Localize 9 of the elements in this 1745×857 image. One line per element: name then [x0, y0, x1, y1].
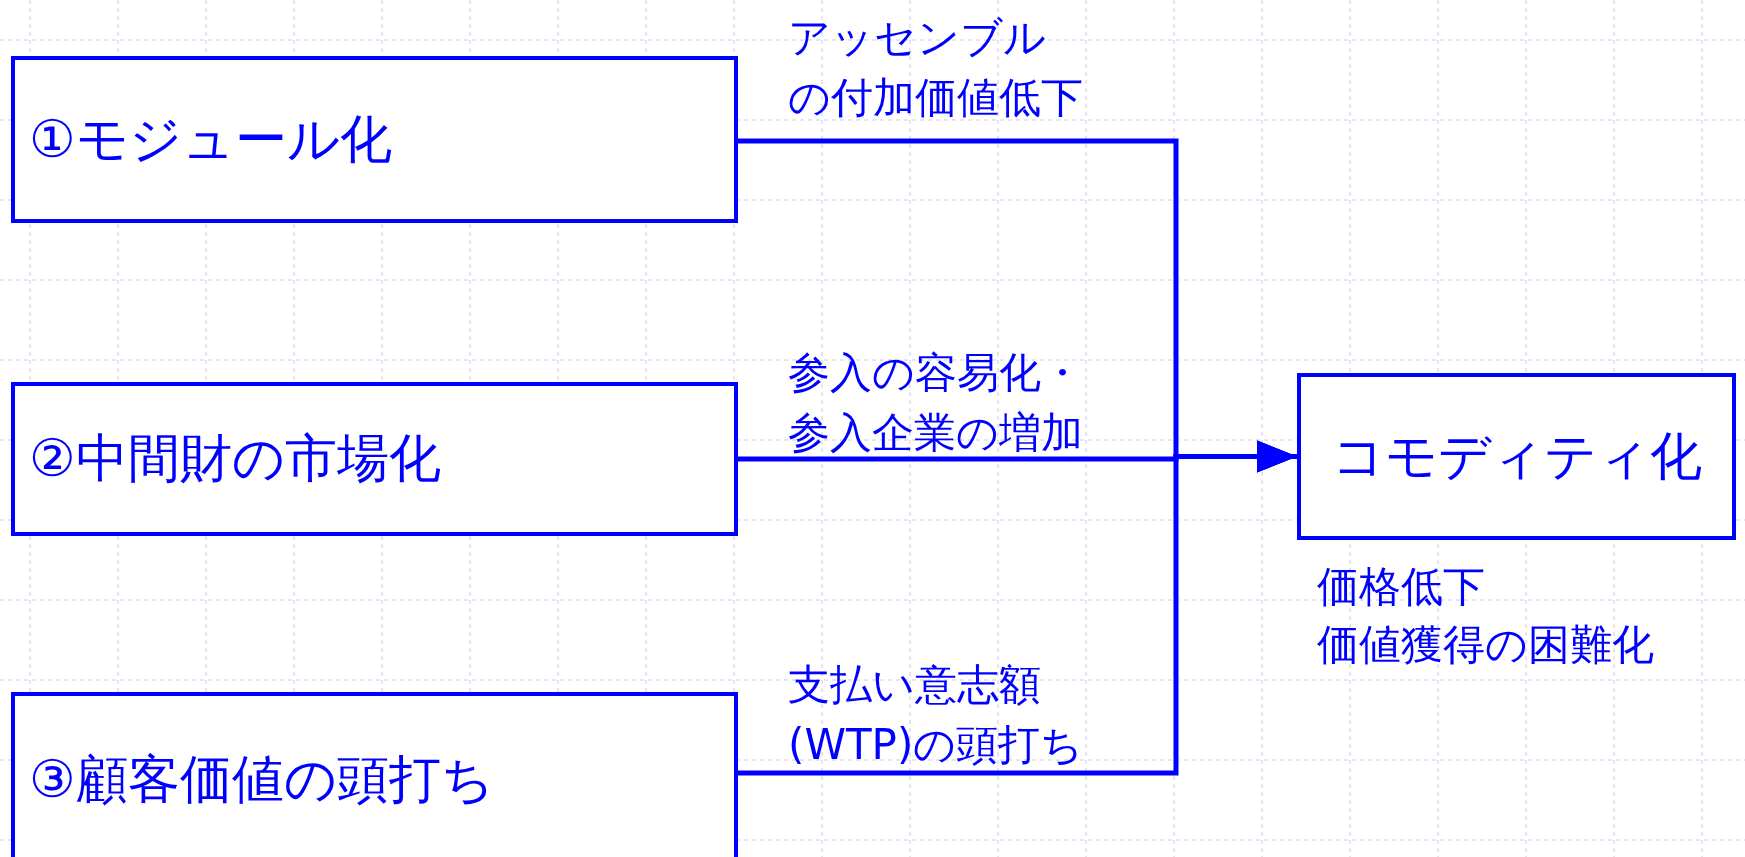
edge-label: 支払い意志額(WTP)の頭打ち — [788, 659, 1085, 771]
caption-text: 価格低下 — [1317, 561, 1485, 613]
process-box: ①モジュール化 — [11, 56, 738, 223]
result-box: コモディティ化 — [1297, 373, 1736, 540]
process-box: ③顧客価値の頭打ち — [11, 692, 738, 857]
caption-text: 価値獲得の困難化 — [1317, 619, 1654, 671]
edge-label: アッセンブルの付加価値低下 — [788, 12, 1084, 124]
edge-label: 参入の容易化・参入企業の増加 — [788, 347, 1084, 459]
process-box: ②中間財の市場化 — [11, 382, 738, 536]
